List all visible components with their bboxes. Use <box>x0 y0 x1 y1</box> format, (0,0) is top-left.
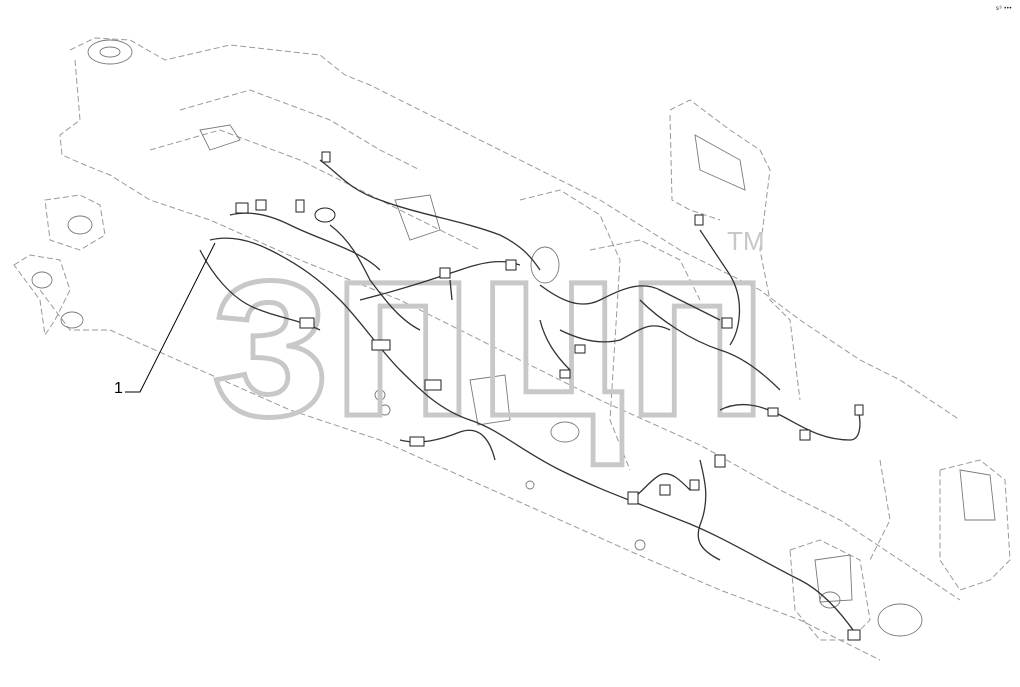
chassis-frame <box>13 37 1011 661</box>
callout-leader <box>125 242 216 393</box>
harness-connectors <box>235 151 864 641</box>
wiring-harness <box>199 159 861 641</box>
frame-details <box>31 39 996 637</box>
corner-code: s³ ••• <box>996 6 1012 12</box>
callout-label-1: 1 <box>114 380 123 397</box>
watermark-trademark: TM <box>727 226 765 256</box>
